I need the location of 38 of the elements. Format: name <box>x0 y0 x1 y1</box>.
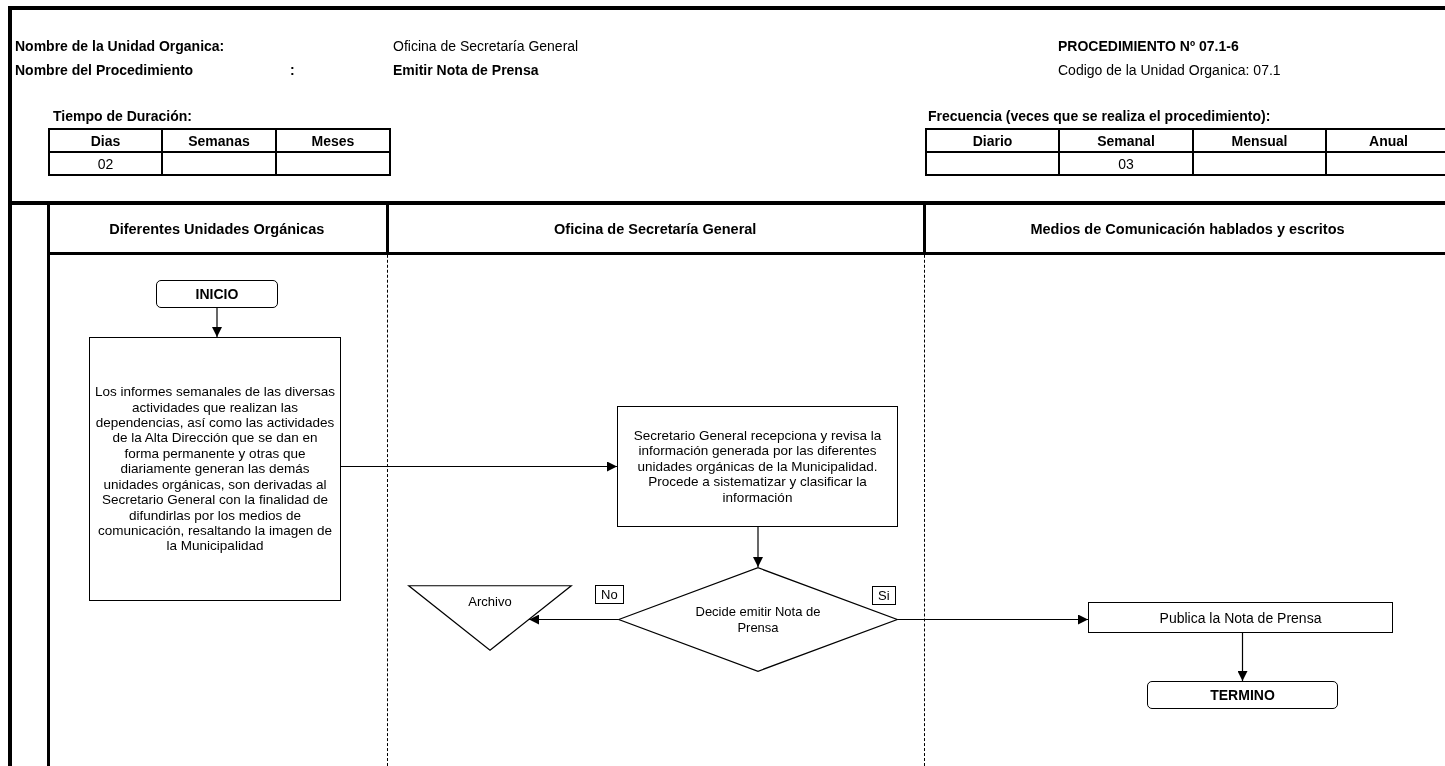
table-cell: Diario <box>927 130 1060 153</box>
table-cell: Semanas <box>163 130 277 153</box>
header-text: : <box>290 62 295 78</box>
header-text: Codigo de la Unidad Organica: 07.1 <box>1058 62 1281 78</box>
edge-label: No <box>595 585 624 604</box>
terminator-box: TERMINO <box>1147 681 1338 709</box>
node-text: Archivo <box>467 594 513 610</box>
process-box: Los informes semanales de las diversas actividades que realizan las dependencias, así como las actividades de la Alta Dirección que se dan en forma permanente y otras que diariamente generan las demás unidades orgánicas, son derivadas al Secretario General con la finalidad de difundirlas por los medios de comunicación, resaltando la imagen de la Municipalidad <box>89 337 341 601</box>
arrow <box>753 526 763 568</box>
table-cell: Semanal <box>1060 130 1194 153</box>
header-text: PROCEDIMIENTO Nº 07.1-6 <box>1058 38 1239 54</box>
arrow <box>1237 632 1248 682</box>
terminator-box: INICIO <box>156 280 278 308</box>
header-text: Nombre de la Unidad Organica: <box>15 38 225 54</box>
header-text: Frecuencia (veces que se realiza el procedimiento): <box>928 108 1271 124</box>
edge-label: Si <box>872 586 896 605</box>
header-text: Emitir Nota de Prensa <box>393 62 539 78</box>
header-text: Nombre del Procedimiento <box>15 62 194 78</box>
header-text: Oficina de Secretaría General <box>393 38 579 54</box>
node-text: Decide emitir Nota de Prensa <box>694 603 822 636</box>
table-cell: Mensual <box>1194 130 1327 153</box>
swimlane <box>48 205 388 766</box>
table-cell: Dias <box>50 130 163 153</box>
arrow <box>340 461 618 472</box>
table-cell: 03 <box>1060 153 1194 176</box>
arrow <box>897 614 1089 625</box>
header-text: Tiempo de Duración: <box>53 108 192 124</box>
lane-header: Diferentes Unidades Orgánicas <box>48 205 389 255</box>
swimlane <box>388 205 925 766</box>
lane-header: Medios de Comunicación hablados y escritos <box>925 205 1445 255</box>
table-cell: Meses <box>277 130 391 153</box>
arrow <box>528 614 619 625</box>
arrow <box>212 307 222 338</box>
process-box: Secretario General recepciona y revisa la información generada por las diferentes unidades orgánicas de la Municipalidad. Procede a sistematizar y clasificar la información <box>617 406 898 527</box>
lane-header: Oficina de Secretaría General <box>388 205 926 255</box>
table-cell: 02 <box>50 153 163 176</box>
process-box: Publica la Nota de Prensa <box>1088 602 1393 633</box>
table-cell: Anual <box>1327 130 1445 153</box>
